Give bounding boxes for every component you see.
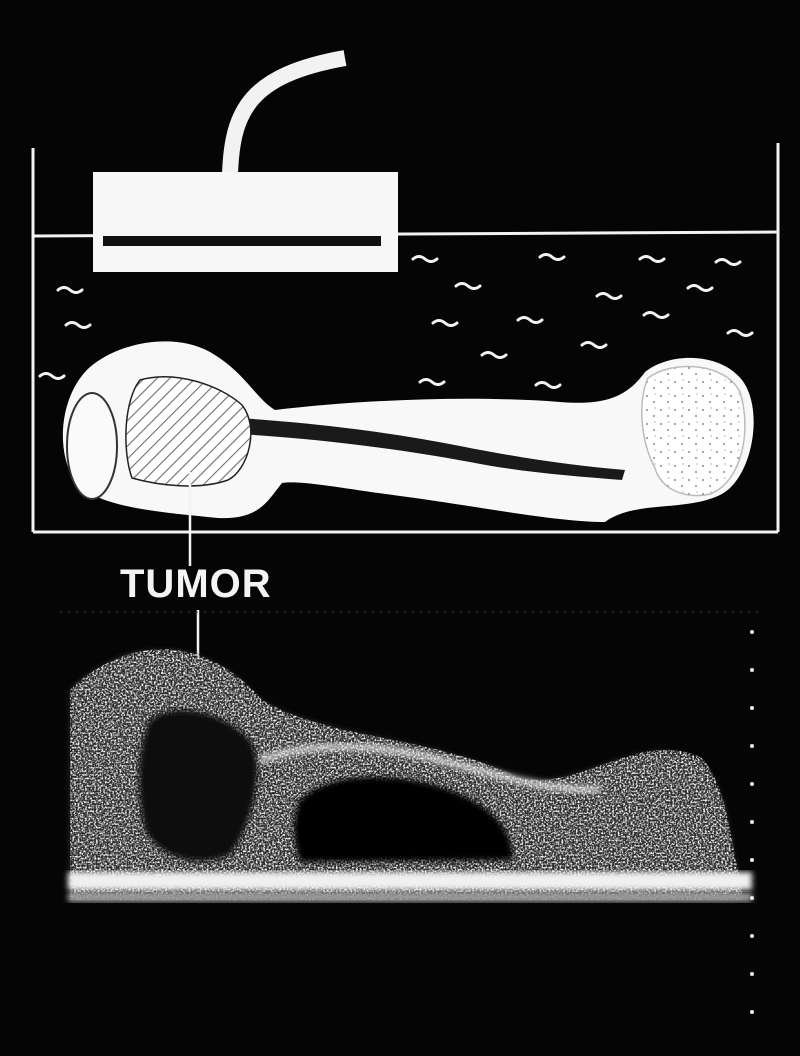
scan-baseline [68,872,752,890]
scan-tumor-region [139,710,257,861]
tumor-label: TUMOR [120,562,272,607]
